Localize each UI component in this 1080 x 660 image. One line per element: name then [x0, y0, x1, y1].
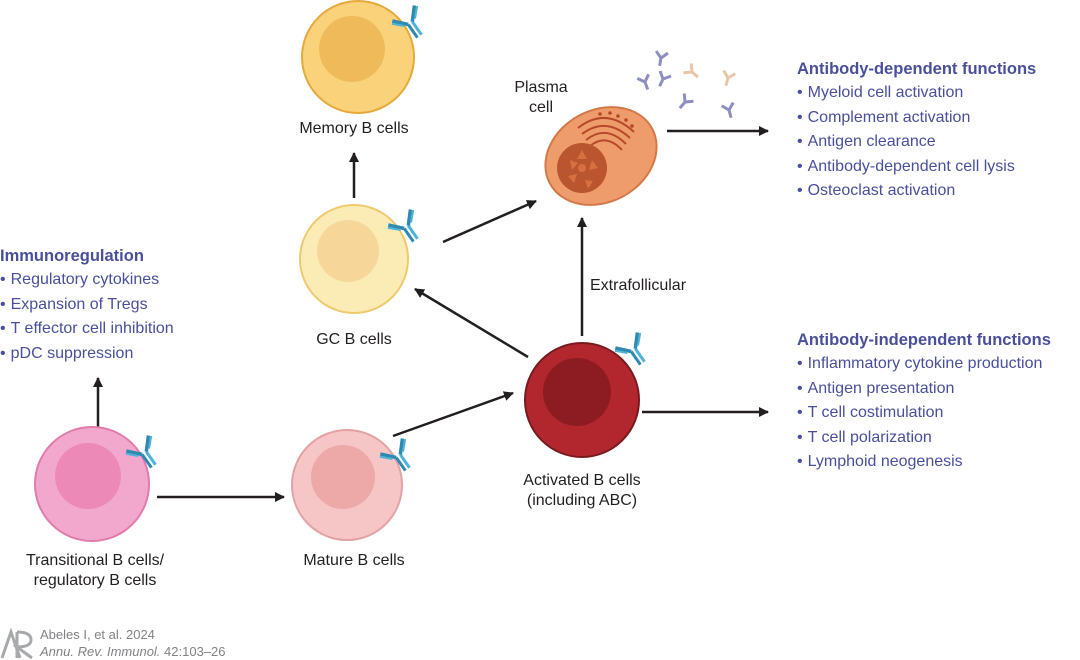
list-item: Regulatory cytokines	[0, 268, 174, 293]
mature-b-cells-label: Mature B cells	[303, 552, 405, 569]
arrow-activated-to-gc	[414, 287, 529, 359]
plasma-cell-label: Plasma cell	[486, 78, 596, 118]
plasma-cell	[544, 106, 658, 206]
list-item: Expansion of Tregs	[0, 293, 174, 318]
vesicles	[598, 111, 634, 128]
antibody-dependent-panel: Antibody-dependent functions Myeloid cel…	[797, 58, 1036, 204]
citation-authors: Abeles I, et al. 2024	[40, 627, 155, 642]
list-item: Lymphoid neogenesis	[797, 450, 1051, 475]
list-item: T cell costimulation	[797, 401, 1051, 426]
transitional-b-cells-label: Transitional B cells/ regulatory B cells	[0, 551, 195, 591]
memory-b-cell	[301, 0, 415, 114]
free-antibody-icon	[652, 69, 673, 91]
activated-label-line1: Activated B cells	[523, 472, 641, 489]
arrow-mature-to-activated	[392, 391, 514, 438]
transitional-label-line2: regulatory B cells	[33, 572, 157, 589]
list-item: pDC suppression	[0, 342, 174, 367]
list-item: Antigen presentation	[797, 377, 1051, 402]
antibody-dependent-title: Antibody-dependent functions	[797, 60, 1037, 78]
plasma-label-line2: cell	[528, 99, 553, 116]
list-item: Inflammatory cytokine production	[797, 352, 1051, 377]
list-item: Antigen clearance	[797, 130, 1036, 155]
list-item: T effector cell inhibition	[0, 317, 174, 342]
list-item: Complement activation	[797, 106, 1036, 131]
arrow-gc-to-plasma	[442, 199, 537, 244]
endoplasmic-reticulum	[577, 116, 635, 151]
free-antibody-icon	[718, 69, 737, 89]
activated-b-cells-label: Activated B cells (including ABC)	[482, 471, 682, 511]
citation: Abeles I, et al. 2024 Annu. Rev. Immunol…	[40, 626, 226, 660]
activated-b-cell	[524, 342, 640, 458]
extrafollicular-label: Extrafollicular	[590, 277, 687, 294]
immunoregulation-title: Immunoregulation	[0, 247, 144, 265]
transitional-cell-nucleus	[55, 443, 121, 509]
list-item: Antibody-dependent cell lysis	[797, 155, 1036, 180]
citation-journal: Annu. Rev. Immunol.	[40, 644, 161, 659]
free-antibody-icon	[635, 72, 655, 94]
free-antibody-icon	[682, 62, 704, 84]
citation-ref: 42:103–26	[164, 644, 226, 659]
list-item: Osteoclast activation	[797, 179, 1036, 204]
free-antibody-icon	[673, 92, 695, 114]
plasma-label-line1: Plasma	[514, 79, 568, 96]
annual-reviews-logo-icon	[0, 628, 33, 660]
secreted-antibodies	[635, 49, 739, 121]
list-item: Myeloid cell activation	[797, 81, 1036, 106]
memory-b-cells-label: Memory B cells	[299, 120, 409, 137]
memory-cell-nucleus	[319, 16, 385, 82]
free-antibody-icon	[652, 49, 670, 69]
mature-cell-nucleus	[311, 445, 375, 509]
transitional-label-line1: Transitional B cells/	[25, 552, 165, 569]
nucleus-chromatin	[568, 150, 598, 189]
antibody-independent-panel: Antibody-independent functions Inflammat…	[797, 329, 1051, 475]
antibody-independent-title: Antibody-independent functions	[797, 331, 1051, 349]
immunoregulation-panel: Immunoregulation Regulatory cytokines Ex…	[0, 245, 174, 366]
free-antibody-icon	[720, 101, 739, 121]
activated-label-line2: (including ABC)	[526, 492, 638, 509]
transitional-b-cell	[34, 426, 150, 542]
mature-b-cell	[291, 429, 403, 541]
citation-source: Annu. Rev. Immunol. 42:103–26	[40, 643, 226, 660]
list-item: T cell polarization	[797, 426, 1051, 451]
gc-b-cell	[299, 204, 409, 314]
activated-cell-nucleus	[543, 358, 611, 426]
gc-cell-nucleus	[317, 220, 379, 282]
gc-b-cells-label: GC B cells	[316, 331, 392, 348]
